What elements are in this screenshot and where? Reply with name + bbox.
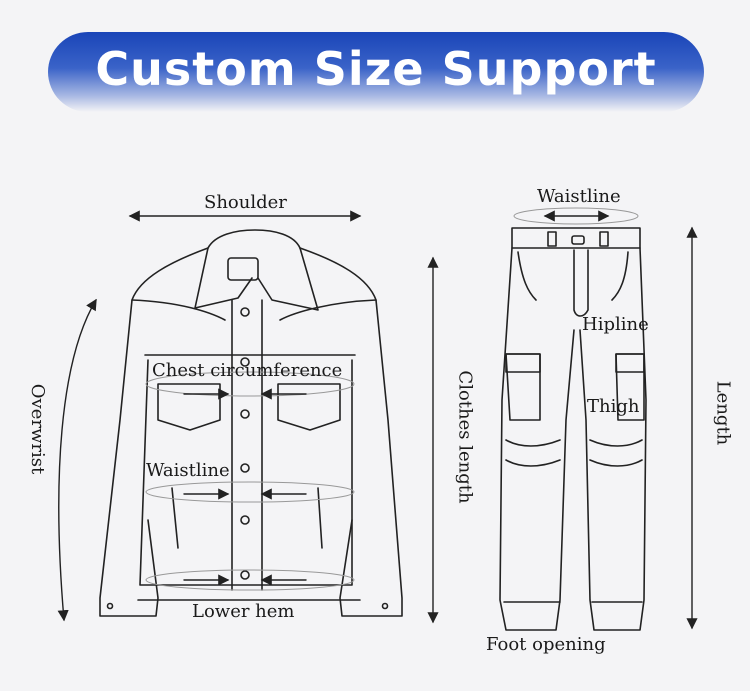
label-overwrist: Overwrist [27, 383, 49, 475]
label-length: Length [712, 380, 734, 446]
banner-title: Custom Size Support [95, 42, 657, 96]
label-clothes-length: Clothes length [454, 370, 476, 504]
jacket-outline [99, 229, 403, 617]
label-shoulder: Shoulder [204, 192, 287, 213]
pants-outline [499, 207, 647, 631]
pants-measure-arrows [543, 210, 698, 630]
label-lower-hem: Lower hem [192, 601, 295, 622]
label-foot-opening: Foot opening [486, 634, 606, 655]
label-thigh: Thigh [587, 396, 640, 417]
jacket-measure-arrows [57, 210, 439, 624]
label-chest-circumference: Chest circumference [152, 360, 343, 381]
label-hipline: Hipline [582, 314, 649, 335]
label-pants-waistline: Waistline [537, 186, 621, 207]
title-banner: Custom Size Support [48, 32, 704, 112]
label-jacket-waistline: Waistline [146, 460, 230, 481]
